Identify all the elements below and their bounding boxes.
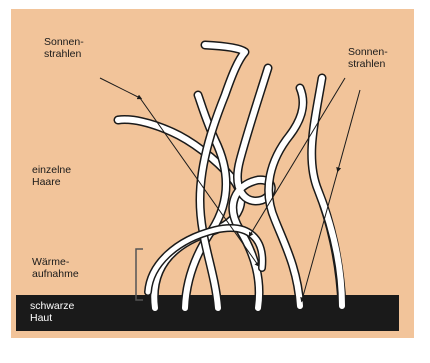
hair-6: [312, 78, 342, 306]
sun-ray-right-1: [250, 78, 345, 235]
sun-ray-left: [100, 78, 140, 98]
hair-group: [118, 45, 342, 308]
label-single-hairs: einzelne Haare: [32, 164, 71, 188]
hair-2: [185, 95, 226, 308]
heat-absorption-bracket: [136, 249, 143, 300]
hair-5: [269, 88, 303, 306]
label-sun-rays-left: Sonnen- strahlen: [44, 36, 84, 60]
sun-ray-right-2: [338, 90, 360, 170]
label-sun-rays-right: Sonnen- strahlen: [348, 46, 388, 70]
label-black-skin: schwarze Haut: [30, 300, 74, 324]
label-heat-absorption: Wärme- aufnahme: [32, 256, 79, 280]
